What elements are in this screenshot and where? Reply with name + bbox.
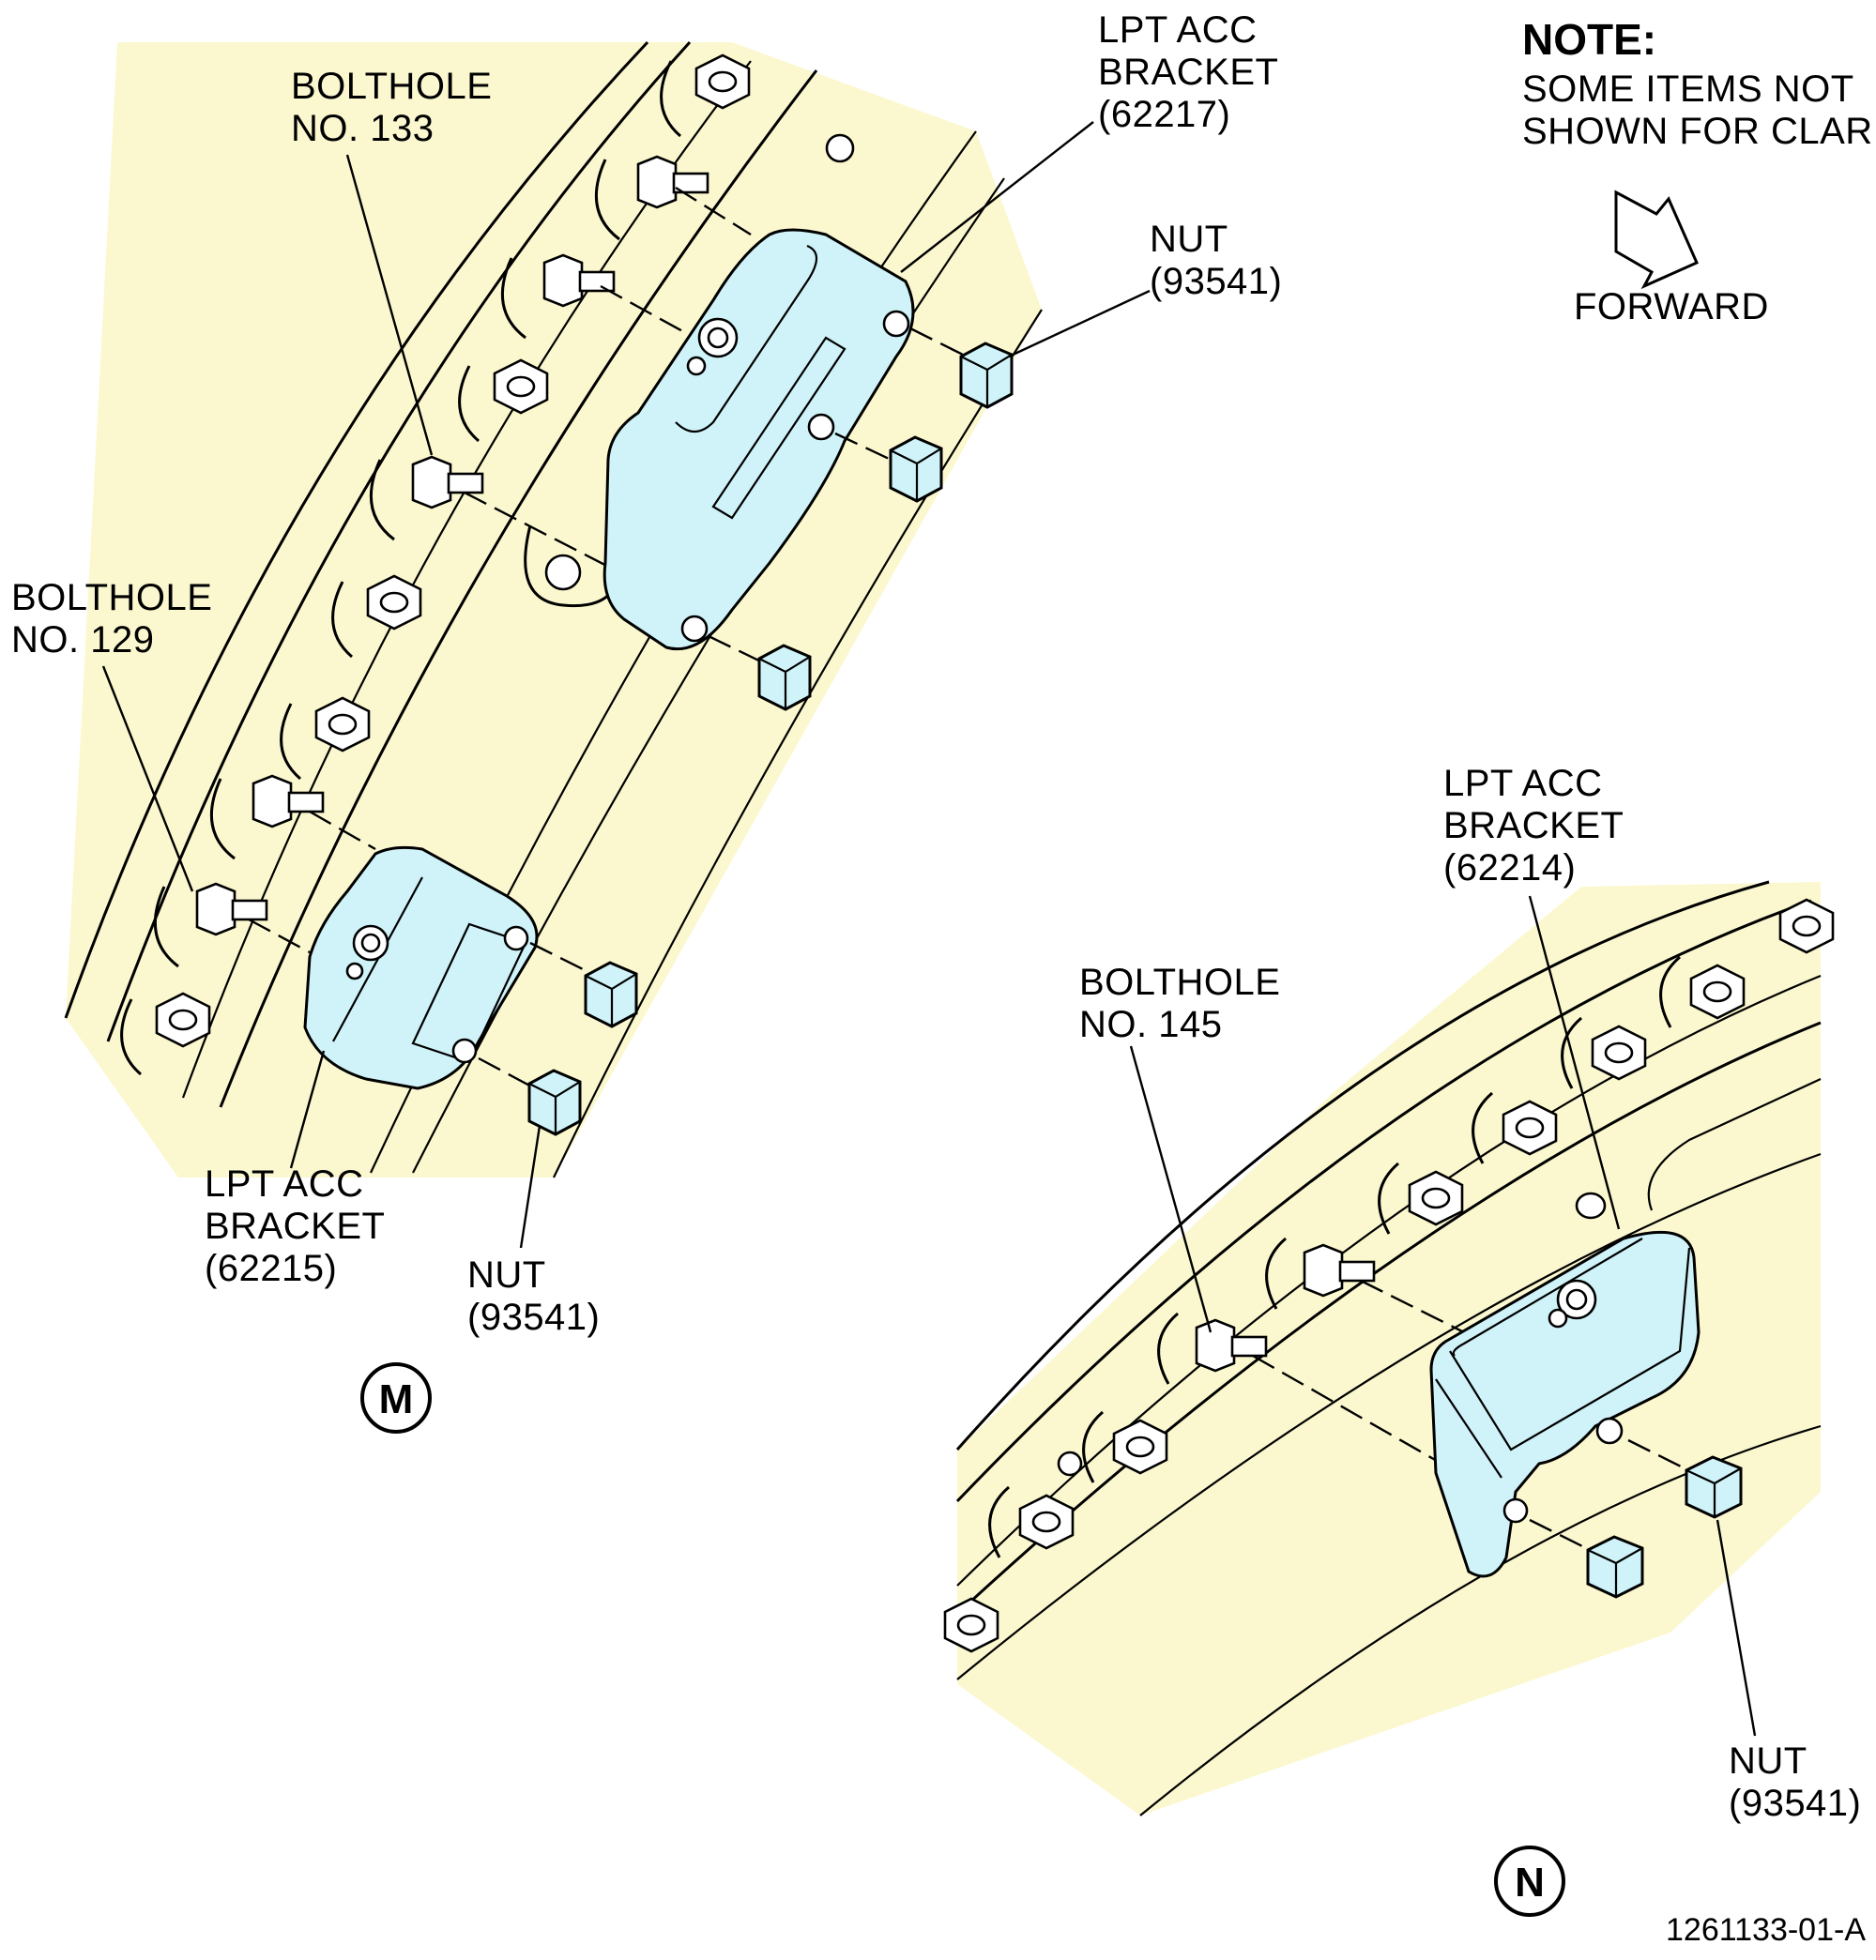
- flange-edge-inner-m: [106, 40, 692, 1042]
- leader-bracket-62217: [900, 121, 1094, 273]
- flange-bolts-n: [943, 898, 1835, 1653]
- bolt-centerline: [675, 186, 752, 236]
- case-hole: [1575, 1192, 1607, 1220]
- flange-edge-3-n: [955, 1021, 1822, 1616]
- leader-nut-lower: [519, 1125, 541, 1249]
- nut-centerline: [1529, 1518, 1596, 1555]
- flange-edge-2-n: [956, 974, 1822, 1587]
- label-nut-lower: NUT(93541): [467, 1254, 600, 1338]
- forward-indicator: FORWARD: [1574, 190, 1769, 327]
- view-m-letter: M: [379, 1376, 414, 1422]
- bolt-stud: [209, 774, 325, 860]
- label-nut-n: NUT(93541): [1729, 1740, 1861, 1824]
- lpt-acc-bracket-62215: [303, 845, 539, 1090]
- bolt-stud: [1157, 1312, 1268, 1385]
- forward-arrow-icon: [1614, 190, 1699, 290]
- bolt-nut: [988, 1485, 1075, 1558]
- flange-edge-inner-n: [955, 899, 1812, 1503]
- bolt-nut: [120, 992, 211, 1076]
- view-n-letter: N: [1515, 1860, 1545, 1906]
- flange-edge-outer-m: [64, 40, 649, 1019]
- view-n-badge: [1494, 1846, 1565, 1917]
- bolt-centerline: [600, 284, 695, 340]
- bolt-nut: [331, 574, 422, 659]
- nut-93541: [1685, 1455, 1743, 1519]
- leader-nut-n: [1716, 1519, 1757, 1737]
- bolt-stud: [1265, 1237, 1376, 1310]
- case-hole: [1057, 1451, 1083, 1477]
- bolt-nut: [280, 696, 371, 781]
- lpt-acc-bracket-62217: [602, 228, 915, 651]
- leader-nut-upper: [1008, 289, 1151, 358]
- figure-id: 1261133-01-A: [1666, 1912, 1866, 1948]
- case-line-1-n: [956, 1152, 1822, 1680]
- case-hole: [825, 133, 855, 163]
- flange-edge-outer-n: [955, 880, 1770, 1451]
- nut-centerline: [834, 432, 902, 466]
- bolt-nut: [1378, 1162, 1464, 1235]
- bolt-nut: [1659, 955, 1746, 1028]
- bolt-nut: [660, 53, 751, 138]
- bolt-stud: [369, 455, 484, 541]
- label-nut-upper: NUT(93541): [1150, 219, 1282, 302]
- view-m-badge: [360, 1362, 432, 1434]
- bolt-nut: [1778, 898, 1835, 954]
- leader-bolthole-133: [345, 154, 434, 456]
- bolt-nut: [1082, 1410, 1168, 1483]
- nut-93541: [889, 435, 943, 503]
- flange-edge-3-m: [219, 69, 818, 1108]
- nut-centerline: [708, 634, 775, 670]
- leader-bolthole-129: [101, 665, 194, 892]
- case-recess: [1647, 1078, 1822, 1211]
- bolt-nut: [1472, 1091, 1558, 1164]
- bolt-nut: [458, 358, 549, 443]
- case-line-3-m: [553, 309, 1043, 1178]
- bolt-centerline: [1360, 1279, 1465, 1334]
- case-boss-hole: [544, 554, 582, 591]
- leader-bolthole-145: [1129, 1045, 1213, 1333]
- nut-centerline: [478, 1056, 536, 1090]
- bolt-stud: [594, 155, 709, 241]
- bolt-centerline: [1252, 1354, 1451, 1470]
- flange-bolts-m: [120, 53, 751, 1076]
- lpt-acc-bracket-62214: [1429, 1230, 1701, 1578]
- nut-93541: [757, 644, 812, 711]
- bolt-nut: [943, 1597, 999, 1653]
- nut-centerline: [1627, 1438, 1695, 1475]
- leader-bracket-62215: [289, 1050, 326, 1169]
- note-title: NOTE:: [1522, 15, 1656, 64]
- bolt-nut: [1561, 1016, 1647, 1089]
- nut-centerline: [529, 941, 597, 978]
- nut-93541: [527, 1069, 582, 1136]
- bolt-centerline: [309, 810, 376, 851]
- forward-label: FORWARD: [1574, 286, 1769, 327]
- nut-93541: [959, 342, 1014, 409]
- nut-93541: [1586, 1535, 1644, 1599]
- nut-centerline: [909, 327, 968, 358]
- leader-bracket-62214: [1528, 895, 1621, 1230]
- bolt-stud: [500, 253, 616, 340]
- bolt-centerline: [248, 918, 311, 954]
- nut-93541: [584, 961, 638, 1028]
- bolt-centerline: [464, 491, 620, 574]
